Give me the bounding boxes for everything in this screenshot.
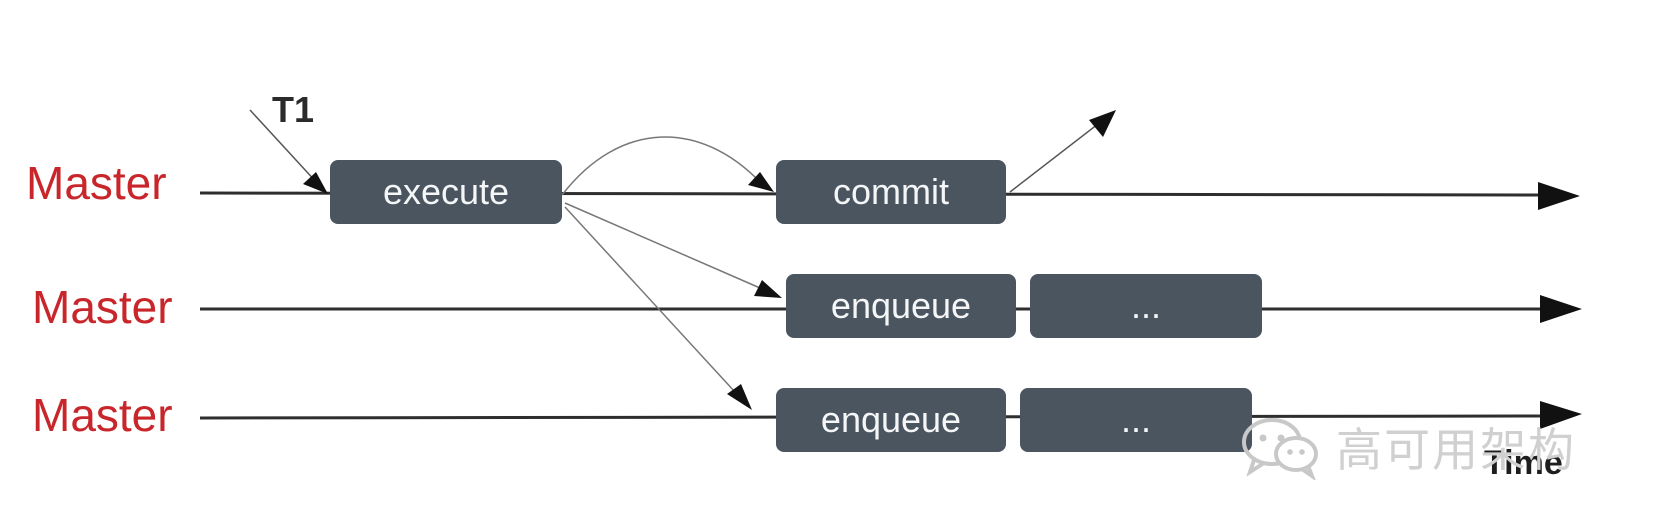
execute-to-commit-arrowhead: [748, 172, 774, 192]
execute-box: execute: [330, 160, 562, 224]
watermark: 高可用架构: [1240, 414, 1576, 480]
execute-to-enqueue-1-line: [564, 202, 761, 289]
commit-box: commit: [776, 160, 1006, 224]
row-label-3: Master: [32, 389, 173, 441]
execute-to-enqueue-1-arrowhead: [754, 280, 782, 298]
wechat-icon: [1242, 418, 1318, 480]
execute-to-enqueue-2-arrowhead: [727, 384, 752, 410]
trigger-label: T1: [272, 89, 315, 130]
t1-arrowhead: [303, 172, 328, 194]
execute-to-enqueue-2-line: [564, 206, 736, 393]
ellipsis-box-1: ...: [1030, 274, 1262, 338]
commit-out-arrow-line: [1009, 123, 1099, 193]
row-label-1: Master: [26, 157, 167, 209]
execute-to-commit-curve: [561, 136, 761, 196]
timeline-1-arrowhead: [1538, 182, 1580, 210]
enqueue-box-1: enqueue: [786, 274, 1016, 338]
ellipsis-box-2: ...: [1020, 388, 1252, 452]
watermark-text: 高可用架构: [1336, 423, 1576, 477]
commit-out-arrowhead: [1089, 110, 1116, 137]
enqueue-box-2: enqueue: [776, 388, 1006, 452]
timeline-3-arrowhead: [1540, 401, 1582, 429]
row-label-2: Master: [32, 281, 173, 333]
t1-arrow-line: [249, 109, 319, 185]
time-axis-label: Time: [1484, 444, 1563, 482]
timeline-2-arrowhead: [1540, 295, 1582, 323]
